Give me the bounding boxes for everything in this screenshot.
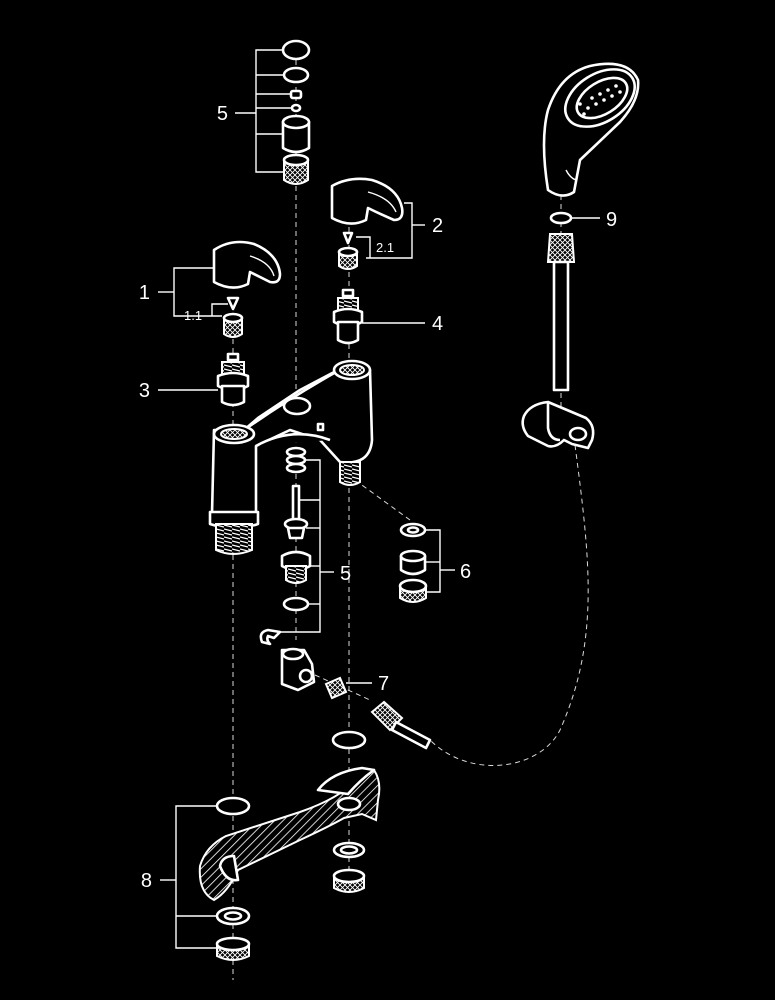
hose-nut	[370, 700, 432, 750]
callout-6-bracket	[425, 529, 455, 593]
hose-nipple	[324, 676, 348, 700]
top-cap	[281, 39, 311, 61]
callout-9: 9	[606, 209, 617, 231]
top-small-nut	[289, 89, 303, 100]
callout-4: 4	[432, 313, 443, 335]
right-lever-handle	[330, 177, 404, 225]
top-cartridge-stack	[281, 39, 311, 185]
hose-connector	[280, 647, 348, 700]
callout-1-bracket	[158, 267, 228, 317]
callout-2-1: 2.1	[376, 240, 394, 255]
left-mounting-thread	[215, 523, 253, 555]
callout-5-mid-bracket	[270, 459, 334, 633]
callout-8-bracket	[160, 805, 217, 949]
washer-set	[398, 522, 428, 603]
left-handle-assembly	[212, 240, 282, 407]
right-screw	[342, 231, 354, 245]
callout-2-bracket	[356, 202, 425, 259]
hand-shower-washer	[549, 211, 573, 225]
top-o-ring	[282, 66, 310, 84]
callout-1: 1	[139, 282, 150, 304]
spout-seals	[215, 730, 367, 961]
shower-hose	[546, 233, 576, 392]
callout-7: 7	[378, 673, 389, 695]
right-mounting-thread	[339, 461, 361, 486]
left-screw	[226, 296, 240, 311]
callout-3: 3	[139, 380, 150, 402]
callout-5-top: 5	[217, 103, 228, 125]
top-small-washer	[290, 103, 302, 113]
callout-6: 6	[460, 561, 471, 583]
diverter-o-ring	[282, 596, 310, 612]
top-threaded-insert	[283, 159, 309, 185]
mixer-body	[208, 359, 374, 555]
callout-5-top-bracket	[235, 49, 292, 173]
callout-1-1: 1.1	[184, 308, 202, 323]
retaining-clip	[259, 628, 282, 646]
top-sleeve	[281, 120, 311, 154]
spout	[198, 766, 381, 902]
hand-shower	[542, 62, 640, 197]
wall-bracket	[521, 400, 595, 450]
right-handle-assembly	[330, 177, 404, 345]
left-lever-handle	[212, 240, 282, 289]
callout-8: 8	[141, 870, 152, 892]
diverter-stack	[280, 446, 312, 612]
callout-2: 2	[432, 215, 443, 237]
callout-5-middle: 5	[340, 563, 351, 585]
